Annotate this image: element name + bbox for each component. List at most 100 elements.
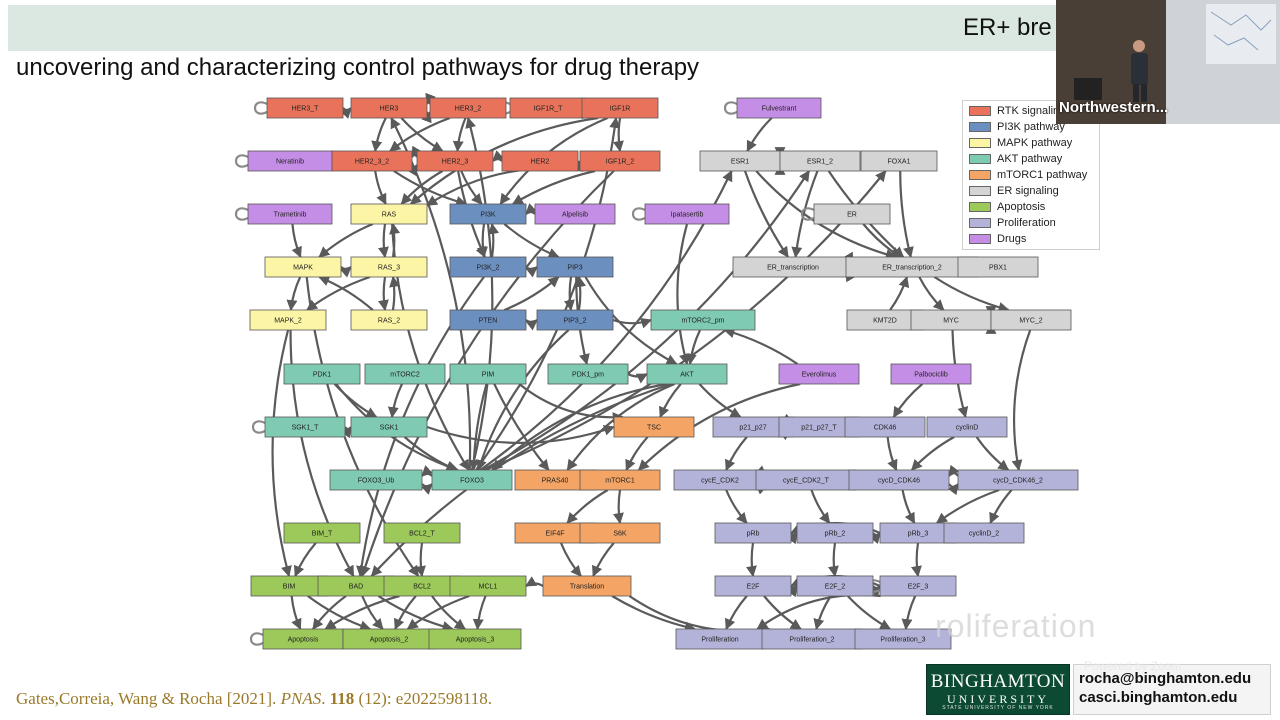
node-box [383,522,461,544]
node-box [579,150,661,172]
node-Fulvestrant: Fulvestrant [736,97,822,119]
node-Palbociclib: Palbociclib [890,363,972,385]
edge-S6K-to-Translation [591,542,615,578]
node-box [848,469,950,491]
legend-label: Proliferation [997,217,1056,229]
edge-pRb_3-to-E2F_3 [911,542,922,578]
legend-swatch [969,122,991,133]
node-RAS: RAS [350,203,428,225]
edge-cycE_CDK2-to-pRb [725,489,748,524]
node-label: E2F [747,584,760,591]
node-label: IGF1R_T [534,106,564,113]
node-label: Trametinib [274,212,307,219]
node-label: BCL2 [413,584,431,591]
node-IGF1R: IGF1R [581,97,659,119]
node-ER: ER [813,203,891,225]
node-PIM: PIM [449,363,527,385]
speaker-video-tile[interactable] [1056,0,1280,124]
node-label: MAPK [293,265,313,272]
node-label: HER2_3_2 [355,159,389,166]
node-S6K: S6K [579,522,661,544]
self-loop-Fulvestrant [723,101,738,115]
node-box [796,575,874,597]
node-BIM: BIM [250,575,328,597]
node-box [796,522,874,544]
legend-label: Apoptosis [997,201,1046,213]
binghamton-logo: BINGHAMTON UNIVERSITY STATE UNIVERSITY O… [926,664,1070,715]
node-MCL1: MCL1 [449,575,527,597]
node-label: Proliferation [701,637,738,644]
node-PI3K: PI3K [449,203,527,225]
edge-E2F_3-to-Proliferation [756,593,881,630]
node-box [283,522,361,544]
slide-subtitle: uncovering and characterizing control pa… [16,54,700,81]
node-label: BIM [283,584,296,591]
citation-volume: 118 [329,689,355,708]
node-TSC: TSC [613,416,695,438]
node-BCL2_T: BCL2_T [383,522,461,544]
edge-FOXO3-to-FOXO3_Ub [421,465,433,477]
node-label: S6K [613,531,627,538]
node-label: E2F_2 [825,584,846,591]
edge-mTORC1-to-S6K [613,489,624,525]
node-E2F_3: E2F_3 [879,575,957,597]
node-box [536,309,614,331]
node-label: Apoptosis_3 [456,637,495,644]
node-box [650,309,756,331]
node-box [646,363,728,385]
edge-TSC-to-mTORC1 [625,436,649,472]
node-box [449,309,527,331]
node-Apoptosis_2: Apoptosis_2 [342,628,436,650]
node-label: BCL2_T [409,531,435,538]
node-label: PDK1 [313,372,331,379]
legend-label: mTORC1 pathway [997,169,1088,181]
node-MYC: MYC [910,309,992,331]
node-pRb_2: pRb_2 [796,522,874,544]
node-PTEN: PTEN [449,309,527,331]
node-label: PBX1 [989,265,1007,272]
edge-Fulvestrant-to-ESR1 [746,117,773,152]
node-cyclinD: cyclinD [926,416,1008,438]
node-mTORC2_pm: mTORC2_pm [650,309,756,331]
node-Proliferation_3: Proliferation_3 [854,628,952,650]
edge-MAPK-to-RAS_3 [339,266,352,278]
edge-cycD_CDK46_2-to-cyclinD_2 [989,489,1013,525]
node-label: PIP3_2 [564,318,587,325]
citation-authors: Gates,Correia, Wang & Rocha [2021]. [16,689,281,708]
node-box [579,522,661,544]
legend-item: Proliferation [969,217,1056,231]
node-box [249,309,327,331]
edge-RAS_2-to-MAPK [318,275,374,311]
node-box [644,203,730,225]
edge-BCL2-to-Apoptosis_2 [393,595,417,631]
node-box [813,203,891,225]
edge-EIF4F-to-Translation [560,542,582,577]
node-label: TSC [647,425,661,432]
node-box [854,628,952,650]
node-box [542,575,632,597]
node-PIP3_2: PIP3_2 [536,309,614,331]
node-box [350,256,428,278]
node-Translation: Translation [542,575,632,597]
node-box [879,575,957,597]
node-label: HER3 [380,106,399,113]
node-box [429,97,507,119]
node-label: PI3K [480,212,496,219]
edge-PI3K-to-PIP3 [503,223,560,259]
node-label: cycE_CDK2_T [783,478,830,485]
node-label: mTORC2 [390,372,420,379]
node-MAPK: MAPK [264,256,342,278]
edge-SGK1-to-FOXO3 [403,436,458,472]
node-Alpelisib: Alpelisib [534,203,616,225]
edge-BAD-to-Apoptosis [312,595,347,630]
video-caption: Northwestern... [1059,99,1169,116]
edge-RAS_2-to-RAS_3 [389,275,400,311]
node-box [266,97,344,119]
node-box [283,363,361,385]
node-HER2: HER2 [501,150,579,172]
edge-p21_p27-to-cycE_CDK2 [724,436,748,472]
self-loop-Ipatasertib [631,207,646,221]
node-label: HER2 [531,159,550,166]
node-label: RAS [382,212,397,219]
edge-IGF1R-to-RAS [409,116,599,205]
